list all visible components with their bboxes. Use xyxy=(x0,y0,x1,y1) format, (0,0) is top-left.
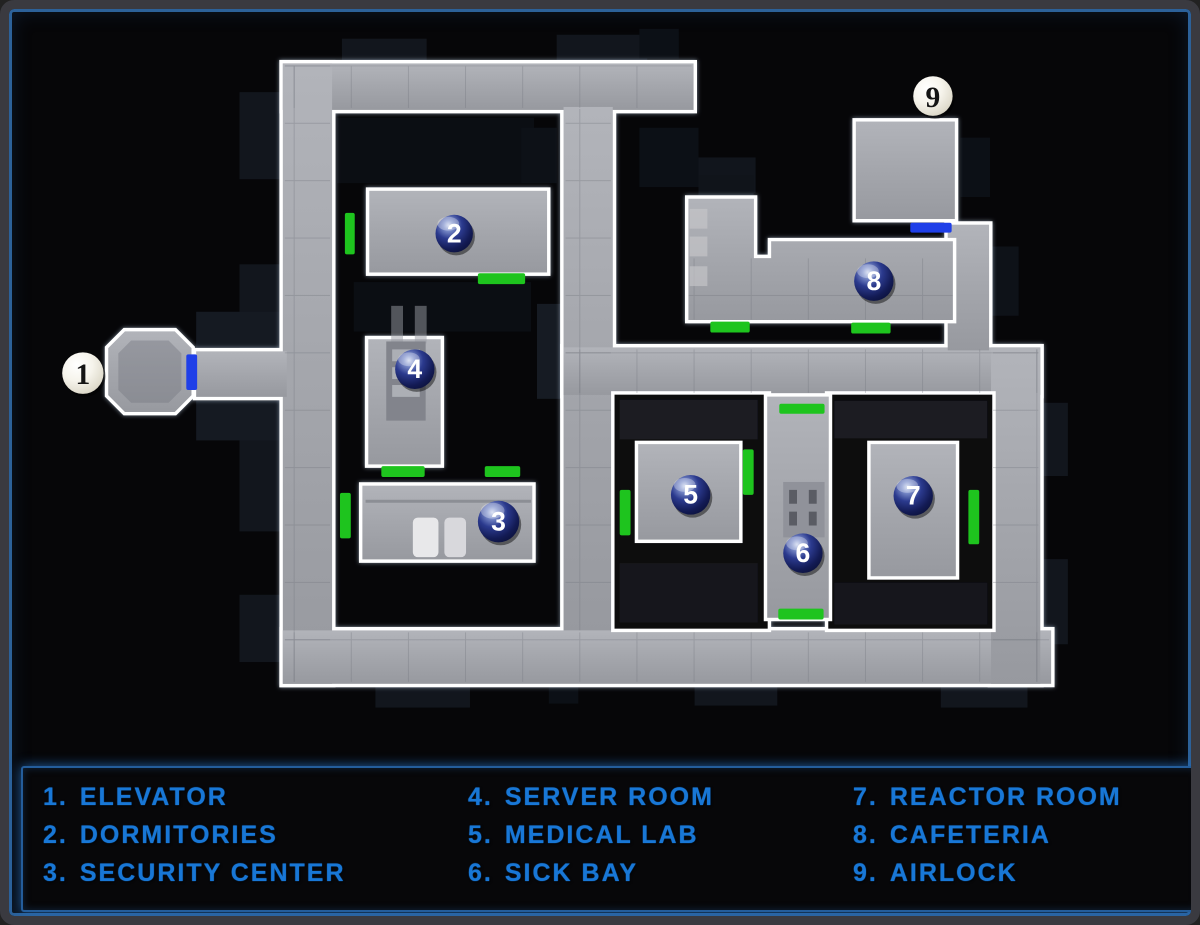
marker-2: 2 xyxy=(435,214,475,256)
machinery xyxy=(619,563,758,623)
machinery xyxy=(834,400,988,439)
legend-column-2: 4. SERVER ROOM 5. MEDICAL LAB 6. SICK BA… xyxy=(468,778,853,910)
legend-number: 1. xyxy=(43,782,68,811)
legend-label: CAFETERIA xyxy=(889,820,1051,849)
door-green xyxy=(484,466,521,478)
marker-1: 1 xyxy=(62,352,106,397)
legend-item-security-center: 3. SECURITY CENTER xyxy=(43,854,468,892)
svg-text:5: 5 xyxy=(683,480,698,510)
ambient-structures xyxy=(196,28,1068,708)
svg-text:9: 9 xyxy=(926,82,941,114)
marker-4: 4 xyxy=(395,349,437,392)
legend-item-dormitories: 2. DORMITORIES xyxy=(43,816,468,854)
legend-label: ELEVATOR xyxy=(79,782,228,811)
svg-text:4: 4 xyxy=(407,354,422,384)
room-medical-lab xyxy=(634,440,743,544)
legend-number: 3. xyxy=(43,858,68,887)
machinery xyxy=(834,582,988,625)
legend-item-medical-lab: 5. MEDICAL LAB xyxy=(468,816,853,854)
legend-label: SERVER ROOM xyxy=(504,782,714,811)
svg-text:7: 7 xyxy=(906,481,921,511)
legend-column-3: 7. REACTOR ROOM 8. CAFETERIA 9. AIRLOCK xyxy=(853,778,1191,910)
door-green xyxy=(344,212,355,255)
door-green xyxy=(779,403,825,414)
room-elevator-inner xyxy=(118,340,182,403)
legend-label: SICK BAY xyxy=(504,858,639,887)
station-map: 1 2 3 4 xyxy=(62,28,1068,708)
marker-8: 8 xyxy=(854,261,896,304)
legend-number: 4. xyxy=(468,782,493,811)
svg-text:3: 3 xyxy=(491,506,506,536)
legend-label: AIRLOCK xyxy=(889,858,1018,887)
door-green xyxy=(778,608,824,620)
doors xyxy=(186,212,980,620)
door-blue xyxy=(186,354,198,390)
legend-number: 6. xyxy=(468,858,493,887)
svg-text:1: 1 xyxy=(75,359,90,391)
legend-item-airlock: 9. AIRLOCK xyxy=(853,854,1191,892)
svg-text:2: 2 xyxy=(447,218,462,248)
legend-item-elevator: 1. ELEVATOR xyxy=(43,778,468,816)
legend-number: 8. xyxy=(853,820,878,849)
legend-number: 9. xyxy=(853,858,878,887)
machinery xyxy=(619,399,758,440)
legend-label: SECURITY CENTER xyxy=(79,858,346,887)
door-green xyxy=(742,449,754,495)
map-markers: 1 2 3 4 xyxy=(62,76,955,576)
room-airlock xyxy=(852,118,959,223)
door-green xyxy=(710,321,750,333)
legend-column-1: 1. ELEVATOR 2. DORMITORIES 3. SECURITY C… xyxy=(43,778,468,910)
floor-tiles xyxy=(284,65,1050,682)
legend-item-cafeteria: 8. CAFETERIA xyxy=(853,816,1191,854)
legend-number: 2. xyxy=(43,820,68,849)
door-blue xyxy=(910,222,952,233)
legend-number: 7. xyxy=(853,782,878,811)
door-green xyxy=(477,273,526,285)
svg-text:6: 6 xyxy=(796,538,811,568)
marker-5: 5 xyxy=(670,475,713,518)
door-green xyxy=(381,466,425,478)
marker-7: 7 xyxy=(893,476,935,519)
legend-item-sick-bay: 6. SICK BAY xyxy=(468,854,853,892)
marker-9: 9 xyxy=(913,76,955,119)
legend-number: 5. xyxy=(468,820,493,849)
marker-3: 3 xyxy=(477,500,522,546)
map-legend: 1. ELEVATOR 2. DORMITORIES 3. SECURITY C… xyxy=(21,766,1191,912)
legend-item-reactor-room: 7. REACTOR ROOM xyxy=(853,778,1191,816)
door-green xyxy=(339,492,351,539)
door-green xyxy=(619,489,631,536)
door-green xyxy=(968,489,980,545)
legend-label: DORMITORIES xyxy=(79,820,278,849)
svg-text:8: 8 xyxy=(866,266,881,296)
marker-6: 6 xyxy=(783,533,825,576)
legend-item-server-room: 4. SERVER ROOM xyxy=(468,778,853,816)
legend-label: MEDICAL LAB xyxy=(504,820,699,849)
door-green xyxy=(851,322,891,334)
legend-label: REACTOR ROOM xyxy=(889,782,1122,811)
